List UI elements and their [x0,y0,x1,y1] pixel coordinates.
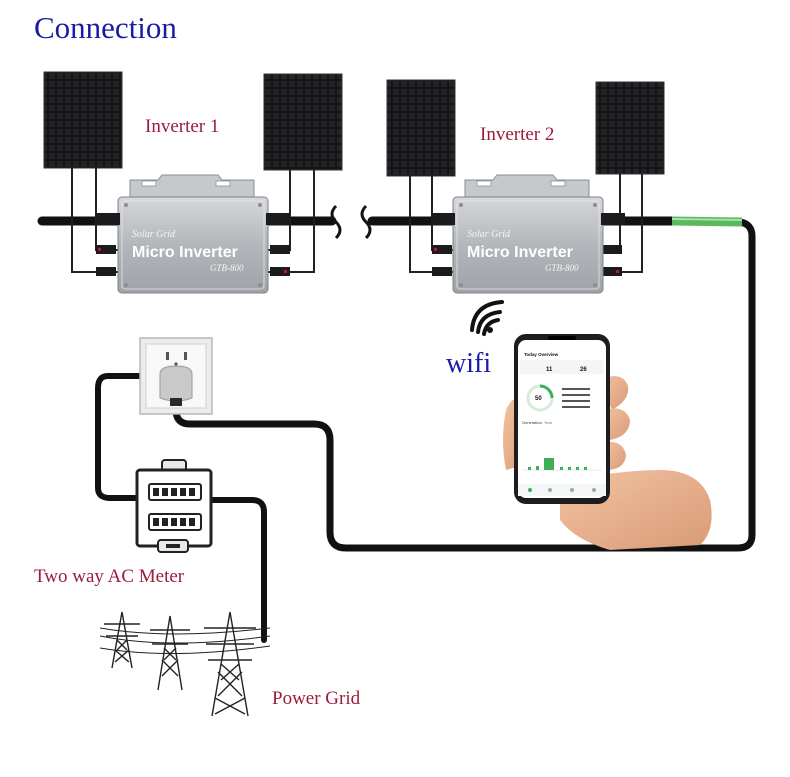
inverter-1-brand: Solar Grid [132,229,176,240]
mc4-connectors [96,245,622,276]
inverter-1-model: GTB-800 [210,263,244,273]
cable-break-icon [330,204,372,240]
inverter-2-brand: Solar Grid [467,229,511,240]
app-header: Today Overview [524,352,559,357]
inverter-2-model: GTB-800 [545,263,579,273]
diagram-title: Connection [34,10,177,45]
power-grid-label: Power Grid [272,688,361,709]
app-tab-hint: Year [544,420,553,425]
solar-panel [43,71,123,169]
app-gauge-value: 50 [535,396,542,402]
wall-outlet [139,337,213,415]
ac-meter [135,459,213,553]
smartphone: Today Overview 11 26 50 Generation Year [514,334,610,504]
solar-panel [595,81,665,175]
meter-label: Two way AC Meter [34,566,185,587]
wifi-icon [470,300,504,336]
solar-panel [263,73,343,171]
micro-inverter-1: Solar Grid Micro Inverter GTB-800 [95,174,291,294]
inverter-2-name: Micro Inverter [467,244,573,261]
green-cable [671,216,743,227]
micro-inverter-2: Solar Grid Micro Inverter GTB-800 [430,174,626,294]
app-stat: 26 [580,367,587,373]
inverter-2-label: Inverter 2 [480,124,554,145]
app-chart-title: Generation [522,420,542,425]
power-grid-towers-icon [99,611,271,717]
wifi-label: wifi [446,348,491,379]
app-stat: 11 [546,367,553,373]
inverter-1-name: Micro Inverter [132,244,238,261]
inverter-1-label: Inverter 1 [145,116,219,137]
solar-panel [386,79,456,177]
